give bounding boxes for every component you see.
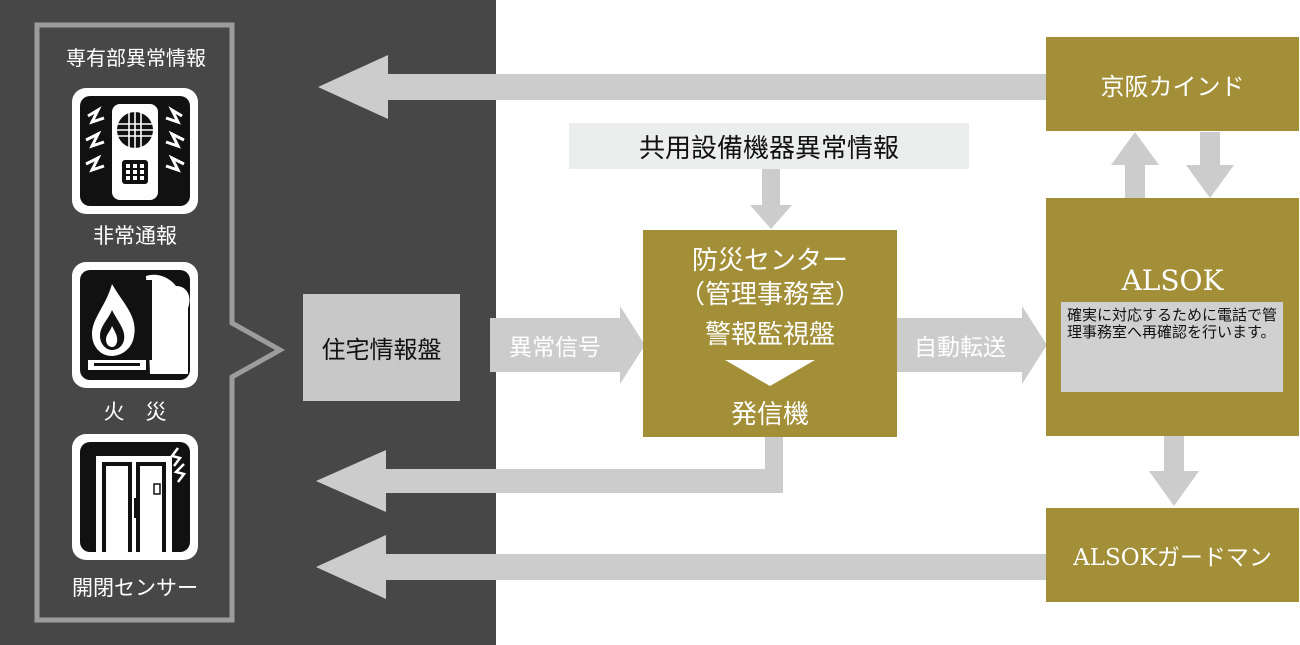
kyoyo-setsubi-box: 共用設備機器異常情報 (569, 123, 969, 169)
bosai-center-title: 防災センター (691, 246, 848, 276)
fire-icon (72, 262, 198, 388)
emergency-call-label: 非常通報 (93, 224, 177, 248)
arrow-keihan-to-unit (318, 55, 1046, 119)
left-panel-title: 専有部異常情報 (66, 46, 206, 70)
keihou-kanshiban-label: 警報監視盤 (704, 320, 835, 350)
bosai-center-subtitle: （管理事務室） (678, 280, 861, 310)
arrow-kyoyo-to-bosai (750, 169, 792, 229)
callout-bracket (34, 22, 286, 623)
jido-tenso-label: 自動転送 (914, 335, 1006, 361)
fire-label: 火 災 (103, 400, 167, 424)
jutaku-jouhouban-label: 住宅情報盤 (321, 336, 442, 364)
door-sensor-label: 開閉センサー (72, 576, 198, 600)
keihan-kind-label: 京阪カインド (1100, 72, 1245, 101)
hasshinki-label: 発信機 (730, 400, 809, 430)
jutaku-jouhouban-box: 住宅情報盤 (303, 294, 460, 401)
arrow-alsok-to-guardman (1149, 436, 1199, 506)
ijo-shingo-label: 異常信号 (509, 335, 601, 361)
keihan-kind-box: 京阪カインド (1046, 37, 1299, 131)
alsok-guardman-label: ALSOKガードマン (1073, 545, 1272, 571)
kyoyo-setsubi-label: 共用設備機器異常情報 (638, 133, 899, 164)
alsok-guardman-box: ALSOKガードマン (1046, 508, 1299, 602)
arrow-bosai-to-unit (316, 437, 783, 512)
alsok-title: ALSOK (1121, 264, 1224, 297)
arrow-alsok-to-keihan (1111, 132, 1159, 198)
alsok-note: 確実に対応するために電話で管理事務室へ再確認を行います。 (1061, 302, 1283, 392)
emergency-call-icon (72, 88, 198, 214)
arrow-keihan-to-alsok (1186, 132, 1234, 198)
arrow-guardman-to-unit (316, 535, 1046, 599)
door-sensor-icon (72, 434, 198, 560)
arrow-jido-tenso (896, 306, 1047, 384)
arrow-ijo-shingo (490, 306, 645, 384)
bosai-center-box: 防災センター （管理事務室） 警報監視盤 発信機 (643, 230, 897, 437)
down-triangle-icon (725, 360, 815, 386)
